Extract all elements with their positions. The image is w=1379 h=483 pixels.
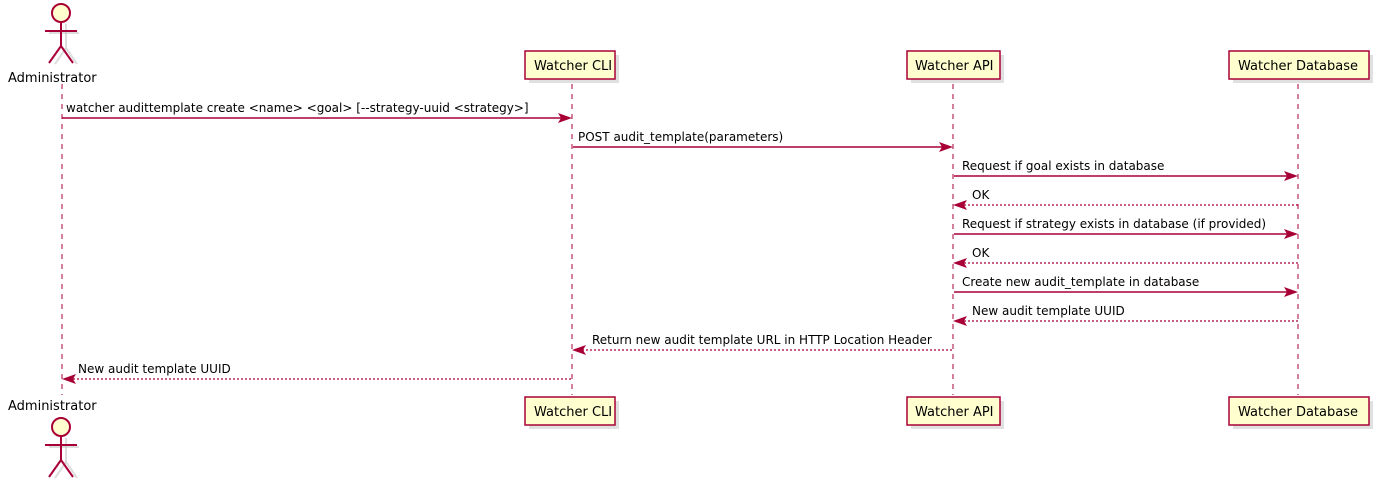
actor-head-icon-bottom: [51, 417, 71, 437]
actor-administrator-top[interactable]: Administrator: [8, 3, 97, 86]
message-6-label: Create new audit_template in database: [962, 275, 1199, 289]
message-0-arrowhead: [558, 113, 572, 123]
participant-box-watcher-cli-bottom[interactable]: Watcher CLI: [524, 396, 619, 429]
message-5[interactable]: OK: [953, 246, 1298, 268]
message-2-label: Request if goal exists in database: [962, 159, 1164, 173]
actor-right-leg-line-bottom: [60, 459, 74, 478]
participant-rect-api-bottom[interactable]: [906, 396, 1001, 426]
message-7[interactable]: New audit template UUID: [953, 304, 1298, 326]
actor-administrator-bottom[interactable]: Administrator: [8, 399, 97, 479]
participant-label-api-bottom: Watcher API: [915, 405, 994, 420]
participant-box-watcher-api-bottom[interactable]: Watcher API: [906, 396, 1004, 429]
message-8[interactable]: Return new audit template URL in HTTP Lo…: [572, 333, 952, 355]
lifelines: [61, 84, 1299, 395]
message-8-arrowhead: [572, 345, 586, 355]
participant-rect-api-top[interactable]: [906, 50, 1001, 80]
actor-head-icon: [51, 3, 71, 23]
message-1-label: POST audit_template(parameters): [578, 130, 783, 144]
message-2[interactable]: Request if goal exists in database: [954, 159, 1298, 181]
message-1-arrowhead: [939, 142, 953, 152]
message-8-label: Return new audit template URL in HTTP Lo…: [592, 333, 932, 347]
participant-box-watcher-database-bottom[interactable]: Watcher Database: [1228, 396, 1373, 429]
message-9[interactable]: New audit template UUID: [62, 362, 571, 384]
participant-box-watcher-api-top[interactable]: Watcher API: [906, 50, 1004, 83]
message-3-arrowhead: [953, 200, 967, 210]
participant-rect-db-top[interactable]: [1228, 50, 1370, 80]
actor-left-leg-line: [48, 45, 62, 64]
message-5-arrowhead: [953, 258, 967, 268]
actor-right-leg-line: [60, 45, 74, 64]
message-2-arrowhead: [1284, 171, 1298, 181]
message-4[interactable]: Request if strategy exists in database (…: [954, 217, 1298, 239]
message-4-arrowhead: [1284, 229, 1298, 239]
message-6-arrowhead: [1284, 287, 1298, 297]
participant-label-db-bottom: Watcher Database: [1238, 405, 1358, 420]
message-5-label: OK: [972, 246, 990, 260]
participant-box-watcher-cli-top[interactable]: Watcher CLI: [524, 50, 619, 83]
participant-label-cli-top: Watcher CLI: [534, 59, 612, 74]
message-3[interactable]: OK: [953, 188, 1298, 210]
message-9-label: New audit template UUID: [78, 362, 231, 376]
actor-label-administrator-bottom: Administrator: [8, 399, 97, 414]
message-7-arrowhead: [953, 316, 967, 326]
participant-rect-cli-top[interactable]: [524, 50, 616, 80]
actor-left-leg-line-bottom: [48, 459, 62, 478]
message-7-label: New audit template UUID: [972, 304, 1125, 318]
message-6[interactable]: Create new audit_template in database: [954, 275, 1298, 297]
participant-rect-cli-bottom[interactable]: [524, 396, 616, 426]
participant-rect-db-bottom[interactable]: [1228, 396, 1370, 426]
message-4-label: Request if strategy exists in database (…: [962, 217, 1266, 231]
participant-label-cli-bottom: Watcher CLI: [534, 405, 612, 420]
participant-box-watcher-database-top[interactable]: Watcher Database: [1228, 50, 1373, 83]
actor-label-administrator-top: Administrator: [8, 71, 97, 86]
message-9-arrowhead: [62, 374, 76, 384]
message-1[interactable]: POST audit_template(parameters): [573, 130, 953, 152]
participant-label-api-top: Watcher API: [915, 59, 994, 74]
participant-label-db-top: Watcher Database: [1238, 59, 1358, 74]
message-0-label: watcher audittemplate create <name> <goa…: [66, 101, 529, 115]
message-0[interactable]: watcher audittemplate create <name> <goa…: [62, 101, 572, 123]
message-3-label: OK: [972, 188, 990, 202]
